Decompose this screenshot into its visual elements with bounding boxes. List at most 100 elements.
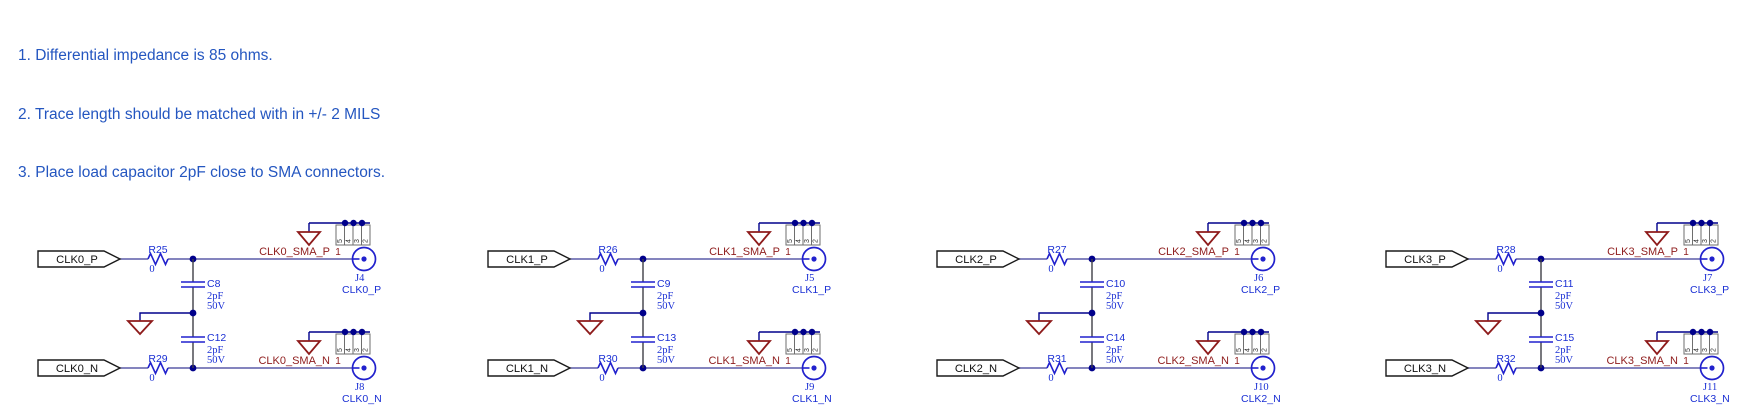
pin-number: 5 bbox=[787, 348, 794, 352]
capacitor-voltage: 50V bbox=[1106, 301, 1125, 312]
note-line: 3. Place load capacitor 2pF close to SMA… bbox=[18, 164, 386, 181]
capacitor-ref: C12 bbox=[207, 332, 226, 344]
connector-ref: J7 bbox=[1703, 273, 1712, 284]
pin-number: 1 bbox=[1234, 247, 1240, 258]
resistor-value: 0 bbox=[1497, 264, 1502, 275]
note-line: 1. Differential impedance is 85 ohms. bbox=[18, 47, 273, 64]
resistor-value: 0 bbox=[149, 373, 154, 384]
resistor-value: 0 bbox=[599, 264, 604, 275]
pin-number: 4 bbox=[1694, 239, 1701, 243]
clk3-circuit: CLK3_P R28 0 C11 2pF 50V CLK3_SMA_P 1 J7… bbox=[1378, 190, 1730, 405]
connector-name: CLK1_N bbox=[792, 393, 832, 405]
connector-ref: J4 bbox=[355, 273, 365, 284]
pin-number: 1 bbox=[335, 247, 341, 258]
capacitor-voltage: 50V bbox=[657, 355, 676, 366]
capacitor-ref: C9 bbox=[657, 278, 671, 290]
resistor-ref: R31 bbox=[1047, 353, 1066, 365]
capacitor-value: 2pF bbox=[657, 345, 674, 356]
pin-number: 2 bbox=[363, 239, 370, 243]
resistor-ref: R32 bbox=[1496, 353, 1515, 365]
pin-number: 1 bbox=[335, 356, 341, 367]
net-label: CLK0_N bbox=[56, 363, 98, 375]
pin-number: 4 bbox=[1245, 239, 1252, 243]
pin-number: 1 bbox=[1234, 356, 1240, 367]
sma-net-name: CLK1_SMA_N bbox=[708, 355, 780, 367]
resistor-ref: R26 bbox=[598, 244, 617, 256]
sma-net-name: CLK1_SMA_P bbox=[709, 246, 780, 258]
pin-number: 3 bbox=[804, 348, 811, 352]
net-label: CLK2_P bbox=[955, 254, 997, 266]
capacitor-value: 2pF bbox=[207, 345, 224, 356]
clk1-circuit: CLK1_P R26 0 C9 2pF 50V CLK1_SMA_P 1 J5 … bbox=[480, 190, 832, 405]
pin-number: 1 bbox=[785, 356, 791, 367]
connector-name: CLK2_P bbox=[1241, 284, 1280, 296]
pin-number: 2 bbox=[363, 348, 370, 352]
capacitor-value: 2pF bbox=[1555, 291, 1572, 302]
net-label: CLK1_P bbox=[506, 254, 548, 266]
capacitor-voltage: 50V bbox=[1106, 355, 1125, 366]
capacitor-ref: C11 bbox=[1555, 278, 1574, 290]
resistor-ref: R27 bbox=[1047, 244, 1066, 256]
pin-number: 2 bbox=[813, 239, 820, 243]
pin-number: 5 bbox=[337, 348, 344, 352]
pin-number: 4 bbox=[346, 348, 353, 352]
net-label: CLK3_P bbox=[1404, 254, 1446, 266]
pin-number: 3 bbox=[354, 239, 361, 243]
capacitor-ref: C10 bbox=[1106, 278, 1125, 290]
pin-number: 3 bbox=[1702, 239, 1709, 243]
pin-number: 2 bbox=[1711, 348, 1718, 352]
pin-number: 2 bbox=[1262, 348, 1269, 352]
resistor-ref: R30 bbox=[598, 353, 617, 365]
sma-net-name: CLK2_SMA_P bbox=[1158, 246, 1229, 258]
resistor-value: 0 bbox=[1048, 373, 1053, 384]
connector-ref: J8 bbox=[355, 382, 364, 393]
sma-net-name: CLK0_SMA_P bbox=[259, 246, 330, 258]
pin-number: 1 bbox=[1683, 247, 1689, 258]
resistor-value: 0 bbox=[1048, 264, 1053, 275]
sma-net-name: CLK3_SMA_P bbox=[1607, 246, 1678, 258]
connector-name: CLK3_N bbox=[1690, 393, 1730, 405]
pin-number: 3 bbox=[354, 348, 361, 352]
sma-net-name: CLK0_SMA_N bbox=[258, 355, 330, 367]
resistor-value: 0 bbox=[149, 264, 154, 275]
capacitor-ref: C15 bbox=[1555, 332, 1574, 344]
pin-number: 2 bbox=[1262, 239, 1269, 243]
capacitor-value: 2pF bbox=[1106, 291, 1123, 302]
connector-ref: J10 bbox=[1254, 382, 1269, 393]
pin-number: 2 bbox=[813, 348, 820, 352]
resistor-ref: R28 bbox=[1496, 244, 1515, 256]
pin-number: 5 bbox=[1236, 239, 1243, 243]
capacitor-ref: C14 bbox=[1106, 332, 1125, 344]
pin-number: 5 bbox=[1685, 348, 1692, 352]
pin-number: 3 bbox=[1253, 348, 1260, 352]
pin-number: 3 bbox=[1253, 239, 1260, 243]
sma-net-name: CLK2_SMA_N bbox=[1157, 355, 1229, 367]
resistor-value: 0 bbox=[599, 373, 604, 384]
connector-name: CLK0_N bbox=[342, 393, 382, 405]
pin-number: 1 bbox=[785, 247, 791, 258]
pin-number: 4 bbox=[346, 239, 353, 243]
pin-number: 1 bbox=[1683, 356, 1689, 367]
capacitor-voltage: 50V bbox=[657, 301, 676, 312]
design-notes: 1. Differential impedance is 85 ohms. 2.… bbox=[18, 7, 385, 222]
capacitor-value: 2pF bbox=[207, 291, 224, 302]
net-label: CLK1_N bbox=[506, 363, 548, 375]
note-line: 2. Trace length should be matched with i… bbox=[18, 105, 381, 123]
connector-name: CLK0_P bbox=[342, 284, 381, 296]
resistor-ref: R29 bbox=[148, 353, 167, 365]
net-label: CLK0_P bbox=[56, 254, 98, 266]
pin-number: 4 bbox=[796, 239, 803, 243]
resistor-ref: R25 bbox=[148, 244, 167, 256]
pin-number: 5 bbox=[1236, 348, 1243, 352]
pin-number: 4 bbox=[1694, 348, 1701, 352]
resistor-value: 0 bbox=[1497, 373, 1502, 384]
net-label: CLK3_N bbox=[1404, 363, 1446, 375]
clk2-circuit: CLK2_P R27 0 C10 2pF 50V CLK2_SMA_P 1 J6… bbox=[929, 190, 1281, 405]
pin-number: 4 bbox=[1245, 348, 1252, 352]
pin-number: 3 bbox=[804, 239, 811, 243]
pin-number: 2 bbox=[1711, 239, 1718, 243]
pin-number: 5 bbox=[337, 239, 344, 243]
capacitor-voltage: 50V bbox=[1555, 355, 1574, 366]
connector-name: CLK2_N bbox=[1241, 393, 1281, 405]
clk0-circuit: CLK0_P R25 0 C8 2pF 50V CLK0_SMA_P 1 J4 … bbox=[30, 190, 382, 405]
